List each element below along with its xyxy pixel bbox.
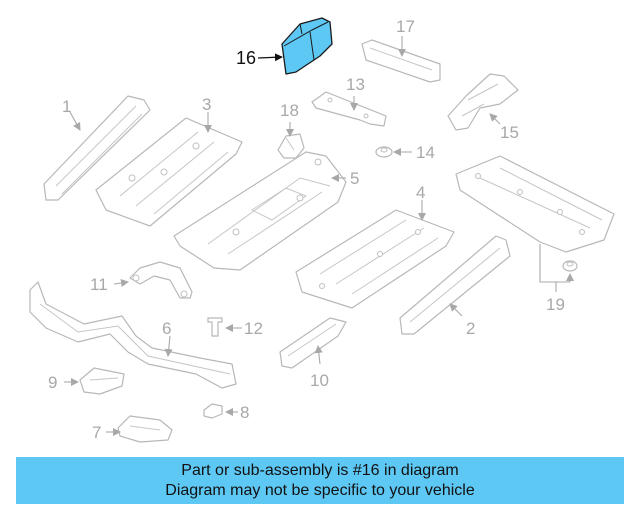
svg-text:7: 7 xyxy=(92,423,101,442)
svg-text:5: 5 xyxy=(350,169,359,188)
svg-text:6: 6 xyxy=(162,319,171,338)
part-13: 13 xyxy=(311,75,387,127)
svg-text:19: 19 xyxy=(546,295,565,314)
part-18: 18 xyxy=(277,101,305,159)
part-4: 4 xyxy=(295,183,455,309)
part-17: 17 xyxy=(361,17,441,83)
svg-text:9: 9 xyxy=(48,373,57,392)
callout-16: 16 xyxy=(236,48,283,68)
part-9: 9 xyxy=(48,367,125,395)
info-banner: Part or sub-assembly is #16 in diagram D… xyxy=(16,457,624,504)
info-banner-background xyxy=(16,457,624,504)
svg-text:16: 16 xyxy=(236,48,256,68)
svg-text:12: 12 xyxy=(244,319,263,338)
part-11: 11 xyxy=(90,261,193,299)
part-2: 2 xyxy=(399,235,511,338)
part-6: 6 xyxy=(29,281,237,389)
part-15: 15 xyxy=(447,73,519,142)
banner-line-part-number: Part or sub-assembly is #16 in diagram xyxy=(181,461,459,479)
part-5: 5 xyxy=(173,151,359,271)
part-7: 7 xyxy=(92,415,173,443)
banner-line-disclaimer: Diagram may not be specific to your vehi… xyxy=(165,481,475,499)
part-19: 19 xyxy=(539,244,578,314)
svg-text:15: 15 xyxy=(500,123,519,142)
part-12: 12 xyxy=(207,317,263,338)
part-8: 8 xyxy=(203,403,249,422)
svg-text:3: 3 xyxy=(202,95,211,114)
svg-text:18: 18 xyxy=(280,101,299,120)
svg-text:4: 4 xyxy=(416,183,425,202)
svg-text:2: 2 xyxy=(466,319,475,338)
svg-text:11: 11 xyxy=(90,275,108,294)
svg-text:8: 8 xyxy=(240,403,249,422)
svg-text:14: 14 xyxy=(416,143,435,162)
part-3: 3 xyxy=(95,95,243,227)
part-10: 10 xyxy=(279,317,347,390)
svg-text:10: 10 xyxy=(310,371,329,390)
part-floor-panel xyxy=(455,155,615,253)
svg-text:17: 17 xyxy=(396,17,415,36)
part-1: 1 xyxy=(43,95,151,201)
part-14: 14 xyxy=(375,143,435,162)
part-16-highlighted[interactable] xyxy=(281,17,333,75)
svg-text:1: 1 xyxy=(62,97,71,116)
svg-text:13: 13 xyxy=(346,75,365,94)
